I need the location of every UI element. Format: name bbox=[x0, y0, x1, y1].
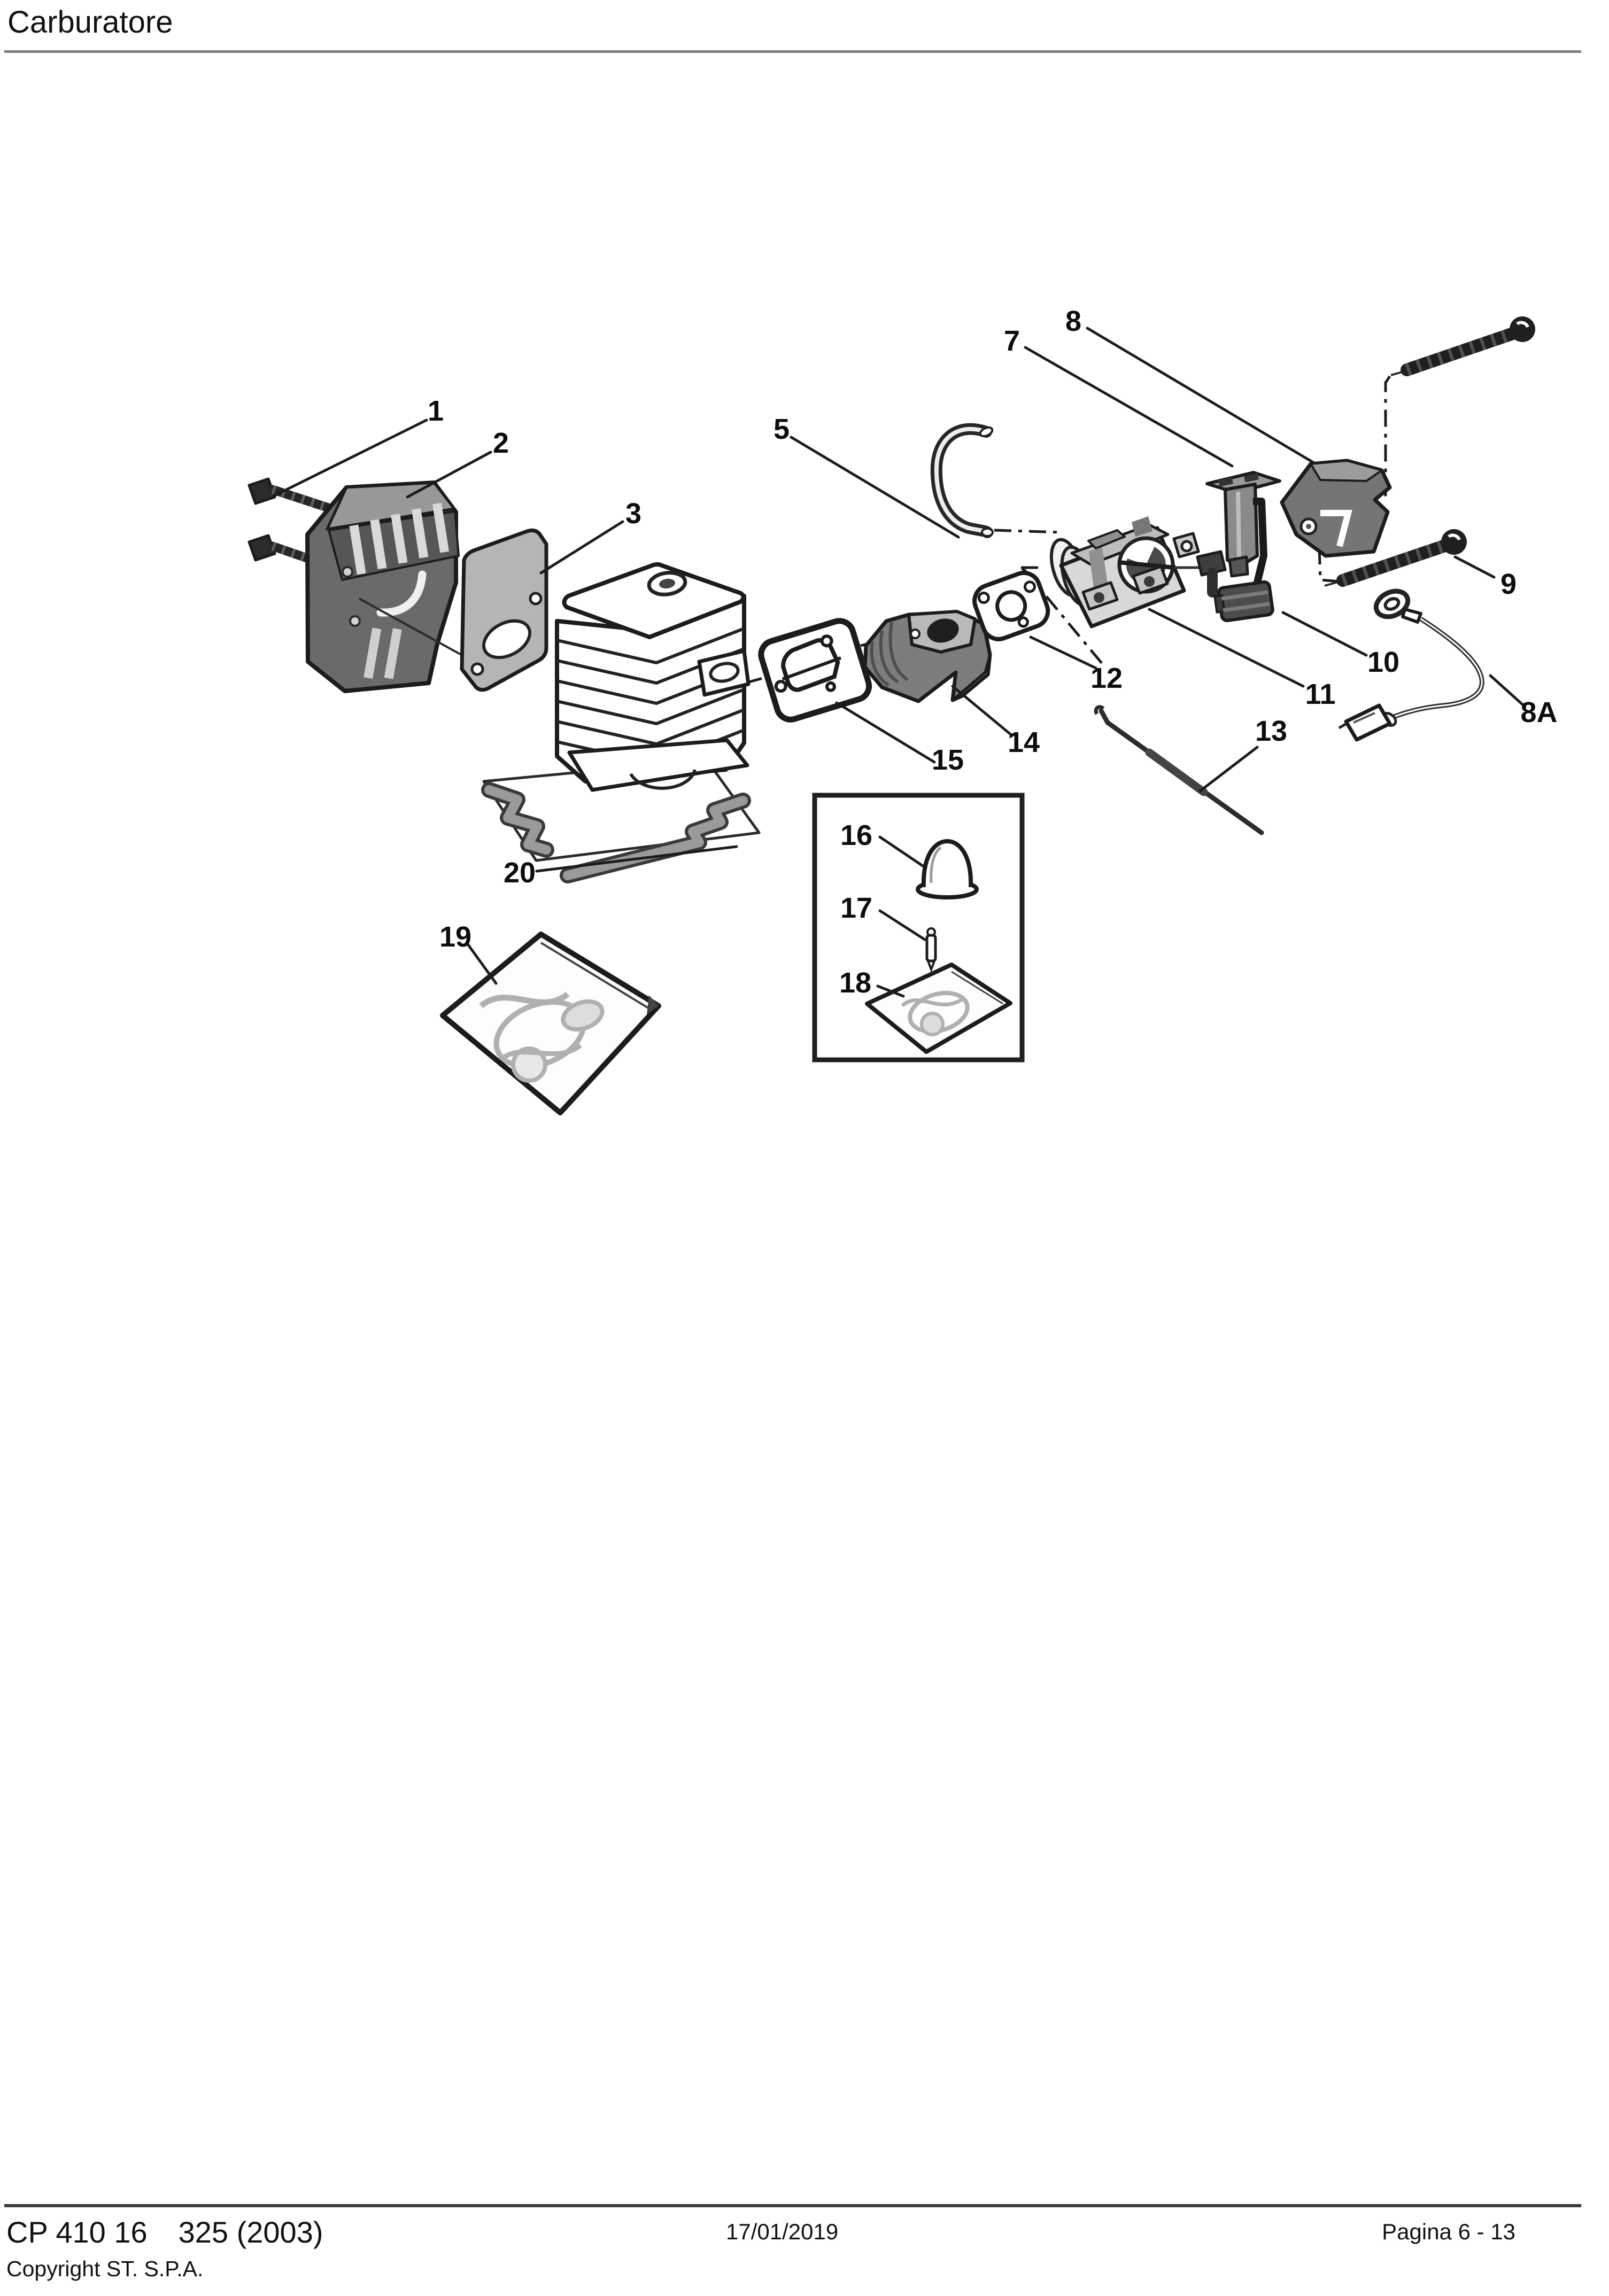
gasket-kit-bag-small bbox=[865, 963, 1012, 1054]
ground-wire bbox=[1338, 588, 1484, 742]
footer-date: 17/01/2019 bbox=[726, 2219, 839, 2244]
check-valve bbox=[925, 927, 937, 973]
inset-box bbox=[812, 793, 1025, 1062]
callout-8: 8 bbox=[1065, 305, 1081, 337]
page-title: Carburatore bbox=[7, 5, 173, 40]
header-divider bbox=[4, 50, 1581, 53]
callout-9: 9 bbox=[1500, 568, 1517, 600]
intake-grommet bbox=[1213, 580, 1274, 623]
footer-model: CP 410 16 325 (2003) bbox=[6, 2215, 323, 2250]
carburetor-gasket bbox=[972, 570, 1050, 641]
muffler-vent-slots bbox=[349, 502, 450, 575]
muffler-cover bbox=[305, 480, 498, 693]
callout-2: 2 bbox=[493, 427, 509, 459]
callout-18: 18 bbox=[839, 967, 871, 999]
cylinder bbox=[555, 562, 751, 792]
gasket-kit-bag bbox=[440, 932, 661, 1115]
muffler-body bbox=[863, 610, 992, 703]
callout-8A: 8A bbox=[1520, 696, 1557, 728]
fuel-elbow-fitting bbox=[1196, 550, 1227, 598]
callout-labels: 1 2 3 5 7 8 8A 9 10 11 12 13 14 15 16 17… bbox=[428, 305, 1558, 999]
callout-17: 17 bbox=[840, 892, 872, 924]
callout-14: 14 bbox=[1008, 726, 1040, 758]
model-code: CP 410 16 bbox=[6, 2215, 148, 2249]
callout-3: 3 bbox=[625, 498, 641, 530]
callout-12: 12 bbox=[1090, 662, 1123, 694]
throttle-rod bbox=[1094, 705, 1264, 835]
carburetor bbox=[1049, 516, 1227, 629]
callout-20: 20 bbox=[504, 857, 536, 889]
spade-connector bbox=[1344, 703, 1392, 742]
callout-19: 19 bbox=[439, 921, 471, 953]
muffler-gasket bbox=[460, 529, 548, 692]
callout-11: 11 bbox=[1305, 678, 1335, 710]
callout-leader-lines bbox=[272, 327, 1524, 998]
carburetor-mount-screw-bottom bbox=[1324, 529, 1467, 587]
callout-16: 16 bbox=[840, 819, 872, 851]
footer-page-number: Pagina 6 - 13 bbox=[1382, 2219, 1515, 2244]
callout-10: 10 bbox=[1367, 646, 1399, 678]
footer-divider bbox=[4, 2204, 1581, 2207]
carburetor-bracket bbox=[1280, 459, 1392, 558]
muffler-inner-plate bbox=[758, 618, 872, 723]
carburetor-feet bbox=[1081, 565, 1169, 611]
purge-pump-body bbox=[1205, 471, 1281, 592]
footer-copyright: Copyright ST. S.P.A. bbox=[6, 2256, 204, 2281]
primer-bulb bbox=[916, 839, 979, 899]
callout-5: 5 bbox=[773, 413, 790, 445]
fuel-hose bbox=[930, 423, 994, 538]
callout-15: 15 bbox=[932, 744, 964, 776]
callout-13: 13 bbox=[1255, 715, 1287, 747]
callout-1: 1 bbox=[428, 395, 444, 427]
carburetor-mount-screw-top bbox=[1390, 316, 1535, 376]
choke-lever bbox=[1251, 498, 1267, 592]
callout-7: 7 bbox=[1004, 325, 1020, 357]
model-variant: 325 (2003) bbox=[178, 2215, 323, 2249]
